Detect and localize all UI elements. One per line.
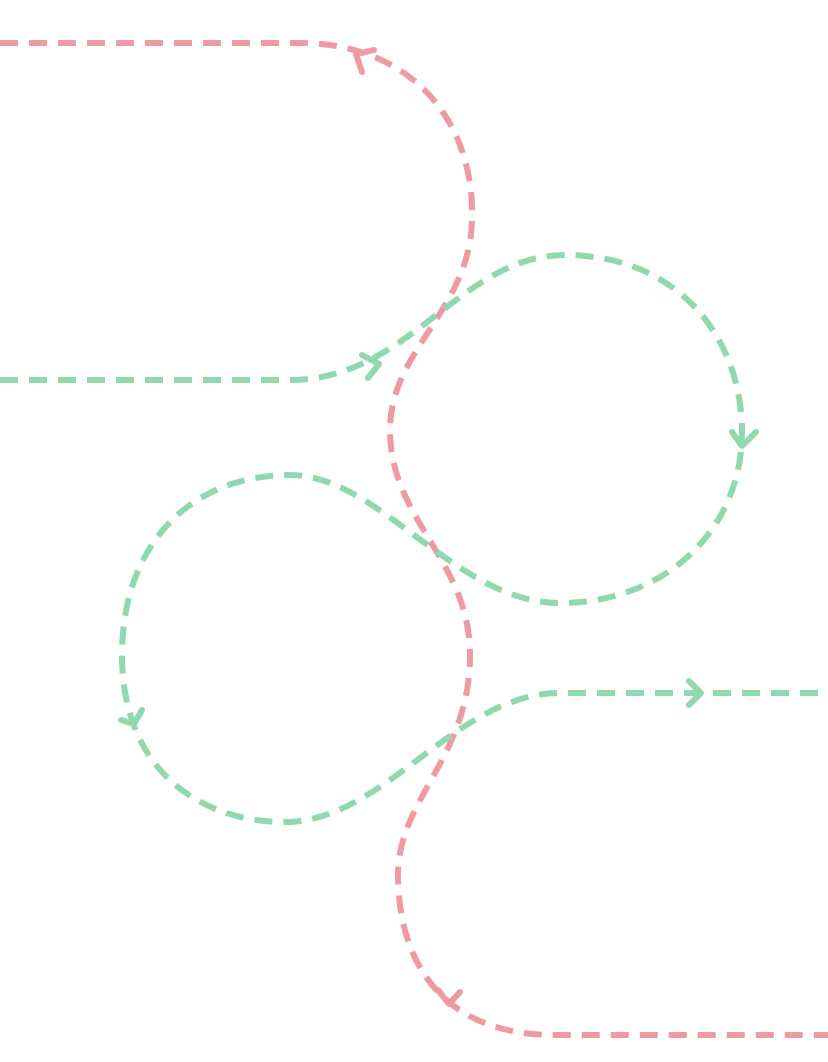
green-flow-path xyxy=(0,251,828,826)
left-arrow-top-icon xyxy=(353,47,377,75)
right-arrow-lower-right-icon xyxy=(686,678,704,708)
down-arrow-bottom-icon xyxy=(435,987,463,1007)
down-arrow-left-loop-icon xyxy=(118,707,145,727)
right-arrow-middle-left-icon xyxy=(359,352,382,381)
down-arrow-right-loop-icon xyxy=(729,429,759,449)
